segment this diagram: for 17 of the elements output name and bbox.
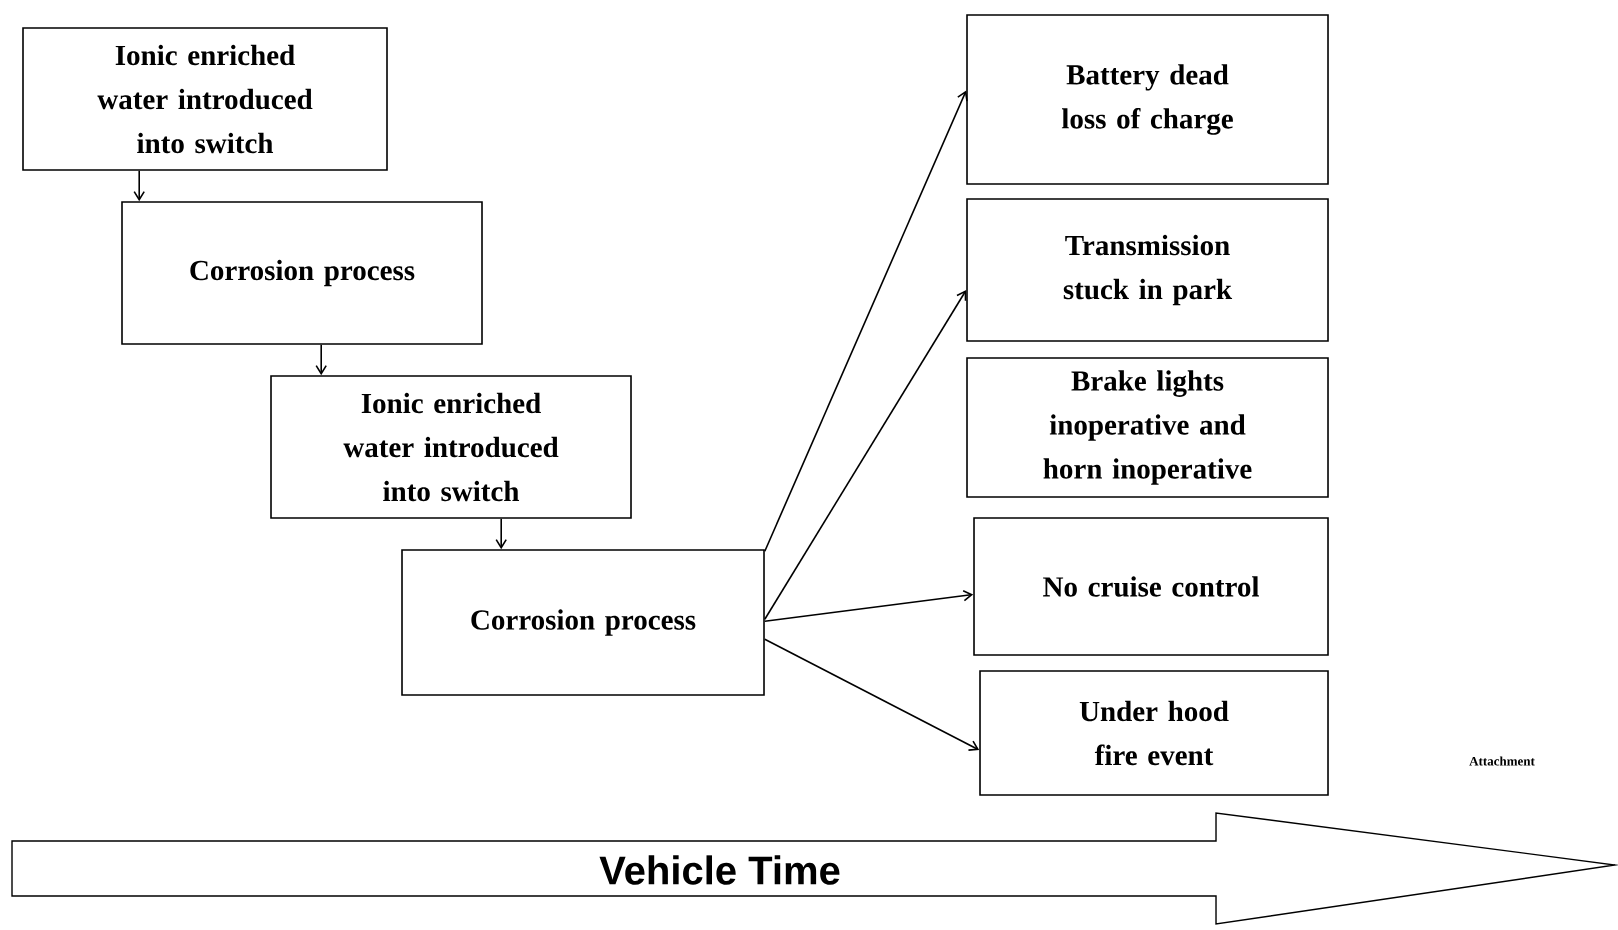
process-box: Corrosion process [401, 549, 765, 696]
arrow [764, 638, 980, 751]
process-box: Ionic enriched water introduced into switch [22, 27, 388, 171]
arrow [764, 589, 974, 622]
process-box: No cruise control [973, 517, 1329, 656]
process-box: Brake lights inoperative and horn inoperative [966, 357, 1329, 498]
arrow [764, 290, 967, 620]
arrow [133, 170, 145, 202]
process-box: Under hood fire event [979, 670, 1329, 796]
process-box: Battery dead loss of charge [966, 14, 1329, 185]
note-label: Attachment [1469, 756, 1535, 766]
process-box: Ionic enriched water introduced into switch [270, 375, 632, 519]
process-box: Transmission stuck in park [966, 198, 1329, 342]
arrow [495, 518, 507, 550]
arrow [315, 344, 327, 376]
arrow [764, 90, 968, 552]
process-box: Corrosion process [121, 201, 483, 345]
